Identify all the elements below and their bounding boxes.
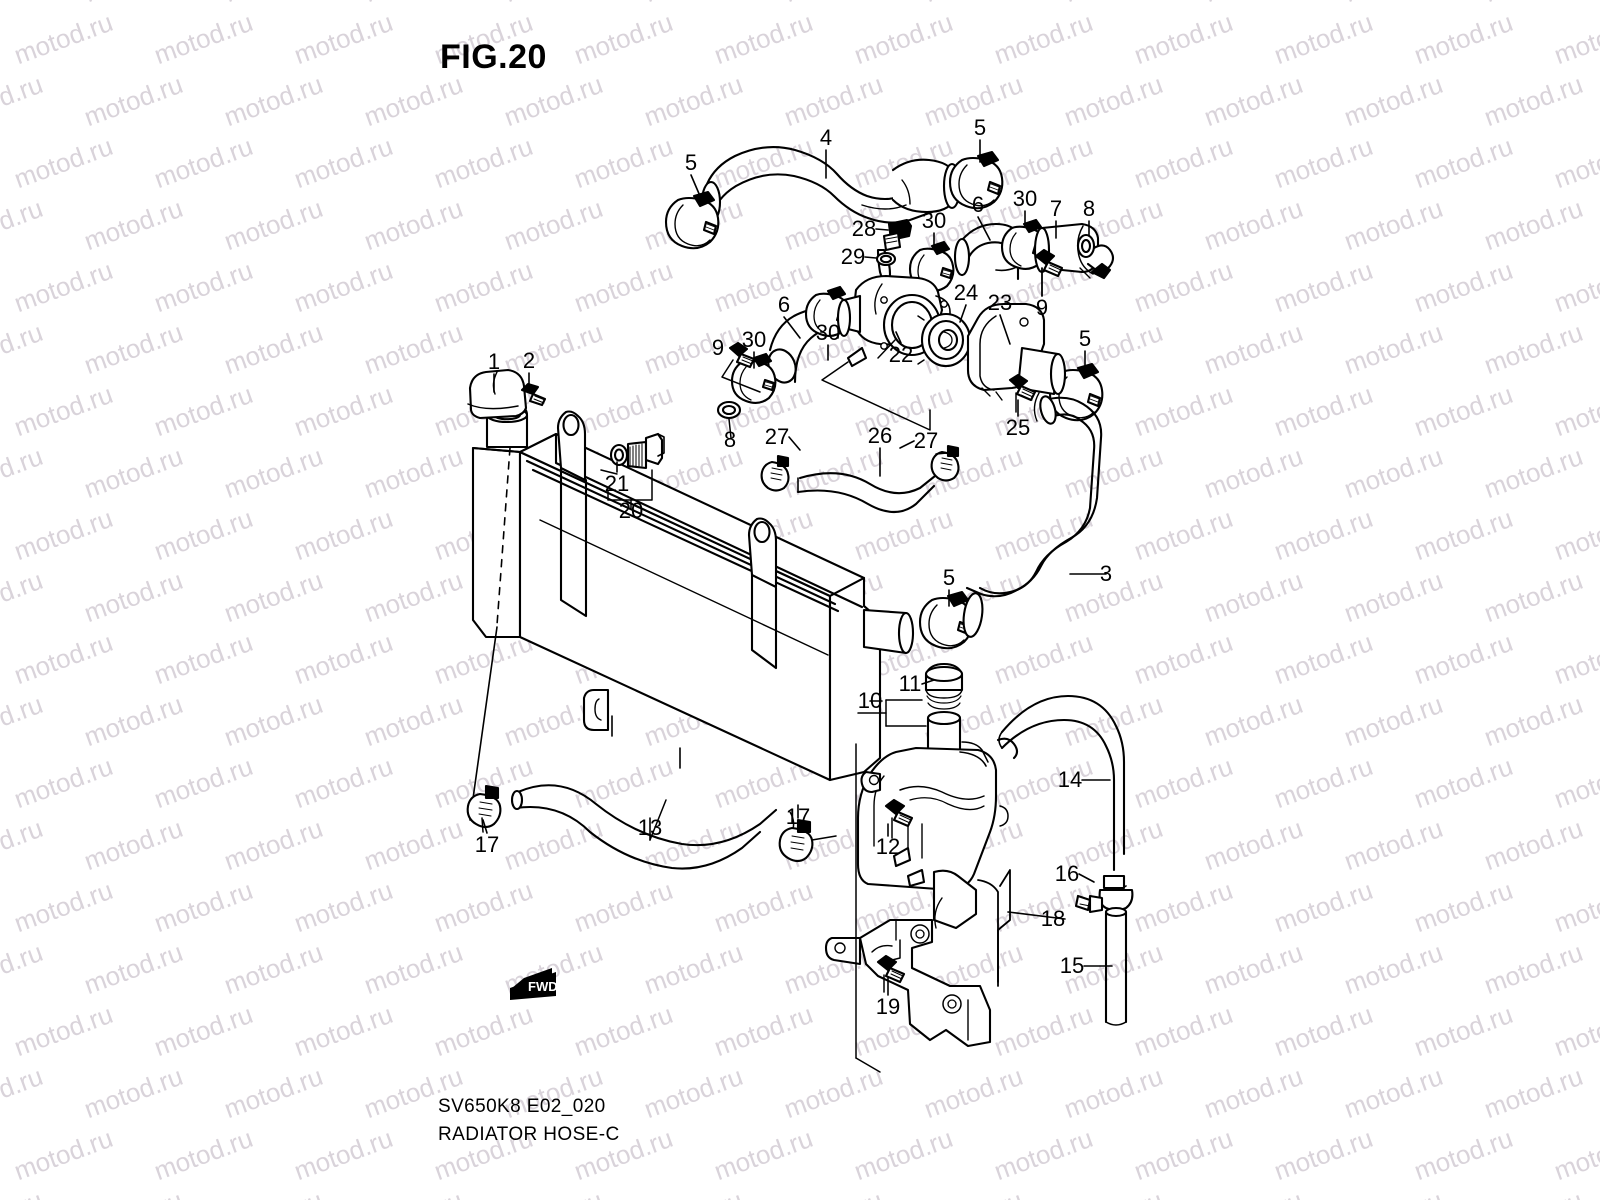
callout-radiator-outlet-hose[interactable]: 3 [1099, 561, 1113, 586]
o-ring-a [1076, 233, 1096, 259]
callout-cap-screw[interactable]: 2 [522, 348, 536, 373]
callout-hose-clamp[interactable]: 5 [684, 150, 698, 175]
callout-thermostat[interactable]: 24 [953, 280, 979, 305]
callout-thermostat-bolt[interactable]: 25 [1005, 415, 1031, 440]
callout-thermostat-case[interactable]: 22 [888, 342, 914, 367]
callout-reservoir-cap[interactable]: 11 [898, 671, 922, 696]
radiator-core [469, 404, 915, 821]
thermostat-bolt [1008, 373, 1037, 413]
callout-reservoir-tank-assy[interactable]: 10 [857, 688, 883, 713]
drain-hose [1104, 906, 1128, 1026]
callout-bracket-bolt[interactable]: 19 [875, 994, 901, 1019]
overflow-hose [466, 784, 837, 870]
figure-caption: SV650K8 E02_020 RADIATOR HOSE-C [438, 1093, 620, 1148]
callout-radiator-cap[interactable]: 1 [487, 349, 501, 374]
callout-o-ring[interactable]: 8 [723, 427, 737, 452]
callout-hose-clip[interactable]: 17 [474, 832, 500, 857]
drain-plug-part [600, 432, 665, 509]
reservoir-tank [856, 662, 1019, 892]
callout-hose-clamp[interactable]: 5 [942, 565, 956, 590]
callout-drain-plug-assy[interactable]: 20 [618, 498, 644, 523]
o-ring-b [716, 400, 742, 439]
callout-hose-clamp[interactable]: 5 [973, 115, 987, 140]
thermostat-cover [966, 302, 1067, 401]
hose-joint-tee [1074, 874, 1134, 914]
callout-overflow-hose[interactable]: 13 [637, 815, 663, 840]
callout-bypass-clip[interactable]: 27 [913, 428, 939, 453]
callout-hose-clamp-small[interactable]: 30 [1012, 186, 1038, 211]
callout-reservoir-screw[interactable]: 12 [875, 834, 901, 859]
callout-sensor-gasket[interactable]: 29 [840, 244, 866, 269]
breather-hose [998, 694, 1127, 889]
figure-title: FIG.20 [440, 38, 547, 76]
callout-hose-joint-tee[interactable]: 16 [1054, 861, 1080, 886]
bypass-clip-a [760, 454, 790, 492]
callout-bolt[interactable]: 9 [1035, 295, 1049, 320]
callout-water-hose[interactable]: 6 [971, 192, 985, 217]
caption-code: SV650K8 E02_020 [438, 1096, 606, 1117]
callout-thermostat-cover[interactable]: 23 [987, 290, 1013, 315]
callout-drain-hose[interactable]: 15 [1059, 953, 1085, 978]
hose-clip-a [466, 784, 502, 833]
bolt-b [721, 341, 761, 393]
callout-water-pipe[interactable]: 7 [1049, 196, 1063, 221]
callout-breather-hose[interactable]: 14 [1057, 767, 1083, 792]
callout-bypass-hose[interactable]: 26 [867, 423, 893, 448]
callout-water-hose[interactable]: 6 [777, 292, 791, 317]
lower-radiator-hose [962, 392, 1103, 638]
callout-temperature-sensor[interactable]: 28 [851, 216, 877, 241]
reservoir-screw [884, 798, 914, 839]
caption-name: RADIATOR HOSE-C [438, 1123, 620, 1145]
callout-drain-plug-oring[interactable]: 21 [604, 471, 630, 496]
callout-bypass-clip[interactable]: 27 [764, 424, 790, 449]
svg-text:FWD: FWD [528, 979, 558, 994]
callout-hose-clamp-small[interactable]: 30 [815, 320, 841, 345]
callout-reservoir-bracket[interactable]: 18 [1040, 906, 1066, 931]
hose-clip-b [778, 818, 837, 863]
callout-hose-clip[interactable]: 17 [785, 804, 811, 829]
fwd-arrow-icon: FWD [510, 968, 558, 1000]
callout-hose-clamp-small[interactable]: 30 [741, 327, 767, 352]
callout-o-ring[interactable]: 8 [1082, 196, 1096, 221]
callout-hose-clamp-small[interactable]: 30 [921, 208, 947, 233]
radiator-cap-part [467, 368, 528, 420]
reservoir-bracket [824, 743, 1011, 1073]
callout-bolt[interactable]: 9 [711, 335, 725, 360]
leader-lines [482, 139, 1113, 996]
callout-radiator-inlet-hose[interactable]: 4 [819, 125, 833, 150]
thermostat-part [917, 312, 972, 368]
bracket-bolt [876, 939, 906, 993]
callout-hose-clamp[interactable]: 5 [1078, 326, 1092, 351]
bypass-hose [760, 444, 960, 514]
cap-screw-part [520, 382, 547, 407]
